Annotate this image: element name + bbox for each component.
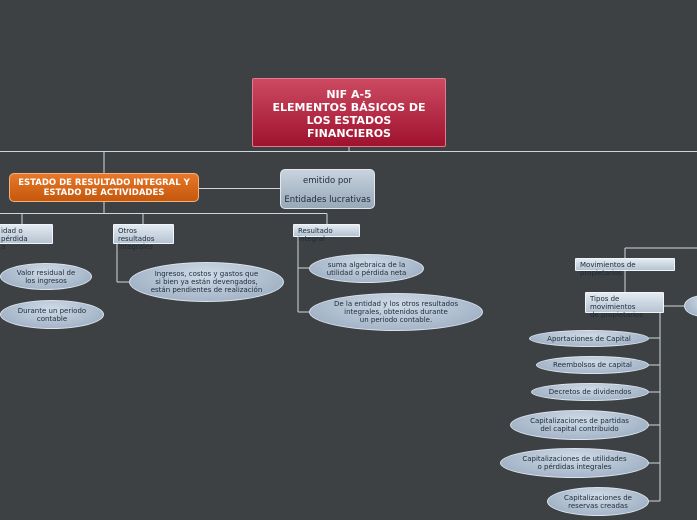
suma-algebraica-ellipse[interactable]: suma algebraica de la utilidad o pérdida… <box>309 254 424 283</box>
main-topic-node[interactable]: NIF A-5 ELEMENTOS BÁSICOS DE LOS ESTADOS… <box>252 78 446 147</box>
tipos-movimientos-node[interactable]: Tipos de movimientos de propietarios <box>585 292 664 319</box>
ingresos-costos-ellipse[interactable]: Ingresos, costos y gastos que si bien ya… <box>129 262 284 302</box>
estado-resultado-node[interactable]: ESTADO DE RESULTADO INTEGRAL Y ESTADO DE… <box>9 173 199 202</box>
aportaciones-capital-ellipse[interactable]: Aportaciones de Capital <box>529 330 649 347</box>
capitalizaciones-reservas-ellipse[interactable]: Capitalizaciones de reservas creadas <box>547 487 649 516</box>
decretos-dividendos-ellipse[interactable]: Decretos de dividendos <box>531 383 649 401</box>
reembolsos-capital-ellipse[interactable]: Reembolsos de capital <box>536 356 649 374</box>
durante-periodo-ellipse[interactable]: Durante un periodo contable <box>0 300 104 329</box>
utilidad-perdida-node[interactable]: idad o pérdida a <box>0 224 53 251</box>
capitalizaciones-utilidades-ellipse[interactable]: Capitalizaciones de utilidades o pérdida… <box>500 448 649 478</box>
movimientos-propietarios-node[interactable]: Movimientos de propietarios <box>575 258 675 277</box>
resultado-integral-node[interactable]: Resultado integral <box>293 224 360 243</box>
emitido-por-node[interactable]: emitido por Entidades lucrativas <box>280 169 375 209</box>
valor-residual-ellipse[interactable]: Valor residual de los ingresos <box>0 263 92 290</box>
de-la-entidad-ellipse[interactable]: De la entidad y los otros resultados int… <box>309 293 483 331</box>
emitido-label: emitido por <box>303 176 352 186</box>
capitalizaciones-partidas-ellipse[interactable]: Capitalizaciones de partidas del capital… <box>510 410 649 440</box>
otros-resultados-node[interactable]: Otros resultados integrales <box>113 224 174 251</box>
entidades-label: Entidades lucrativas <box>284 195 371 205</box>
